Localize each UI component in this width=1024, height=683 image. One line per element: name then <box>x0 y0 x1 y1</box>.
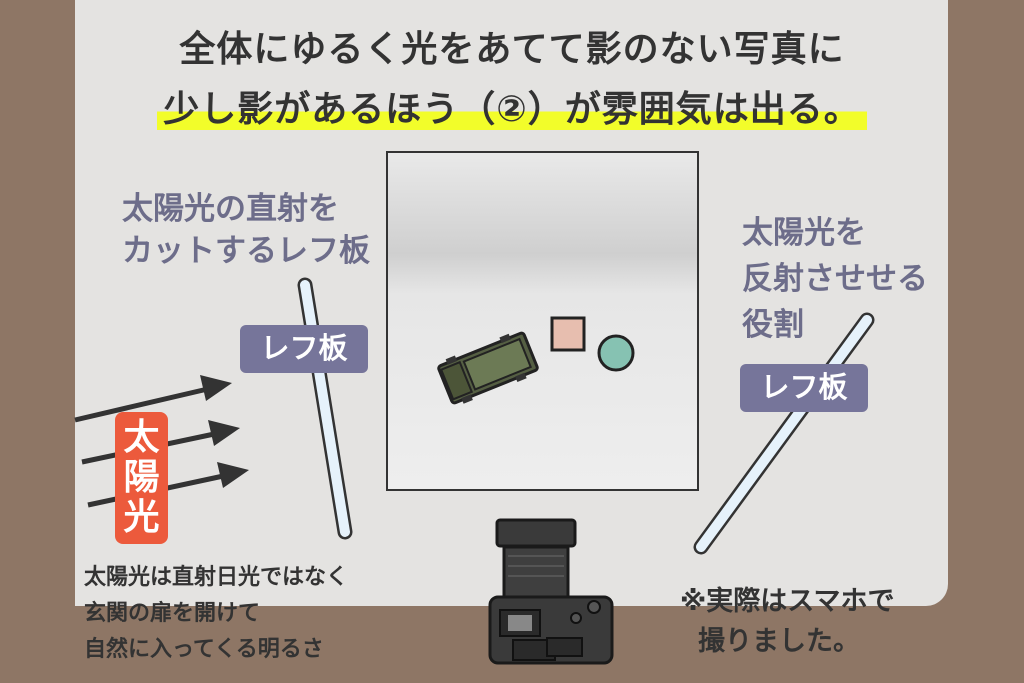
green-circle-icon <box>597 334 635 372</box>
arrow-icon <box>74 375 232 423</box>
title-line-1: 全体にゆるく光をあてて影のない写真に <box>179 29 845 70</box>
left-reflector-bar <box>297 277 353 540</box>
shooting-stage <box>386 151 699 491</box>
arrow-icon <box>87 462 249 508</box>
footnote-line-2: 撮りました。 <box>698 626 860 657</box>
left-caption-line-2: カットするレフ板 <box>122 233 370 269</box>
sunlight-note-line-1: 太陽光は直射日光ではなく <box>84 565 349 590</box>
footnote-line-1: ※実際はスマホで <box>680 586 895 617</box>
sunlight-note-line-2: 玄関の扉を開けて <box>84 601 261 626</box>
left-caption-line-1: 太陽光の直射を <box>122 191 339 227</box>
sunlight-badge: 太 陽 光 <box>115 412 168 544</box>
title-line-2: 少し影があるほう（②）が雰囲気は出る。 <box>0 80 1024 132</box>
smartphone-footnote: ※実際はスマホで 撮りました。 <box>680 582 894 662</box>
sunlight-note-line-3: 自然に入ってくる明るさ <box>84 637 324 662</box>
left-reflector-caption: 太陽光の直射を カットするレフ板 <box>122 188 370 272</box>
right-caption-line-1: 太陽光を <box>742 215 866 251</box>
left-reflector-tag: レフ板 <box>240 325 368 373</box>
right-caption-line-3: 役割 <box>742 307 804 343</box>
right-reflector-bar <box>693 312 875 555</box>
right-caption-line-2: 反射させせる <box>742 261 928 297</box>
title-line-2-highlighted: 少し影があるほう（②）が雰囲気は出る。 <box>157 89 867 130</box>
camera-icon <box>488 518 614 665</box>
sunlight-badge-char: 陽 <box>123 457 160 498</box>
sunlight-note: 太陽光は直射日光ではなく 玄関の扉を開けて 自然に入ってくる明るさ <box>84 560 348 668</box>
toy-truck-icon <box>437 331 539 405</box>
pink-block-icon <box>550 316 586 352</box>
right-reflector-caption: 太陽光を 反射させせる 役割 <box>742 210 928 348</box>
sunlight-badge-char: 太 <box>123 417 160 458</box>
right-reflector-tag: レフ板 <box>740 364 868 412</box>
sunlight-badge-char: 光 <box>123 497 160 538</box>
